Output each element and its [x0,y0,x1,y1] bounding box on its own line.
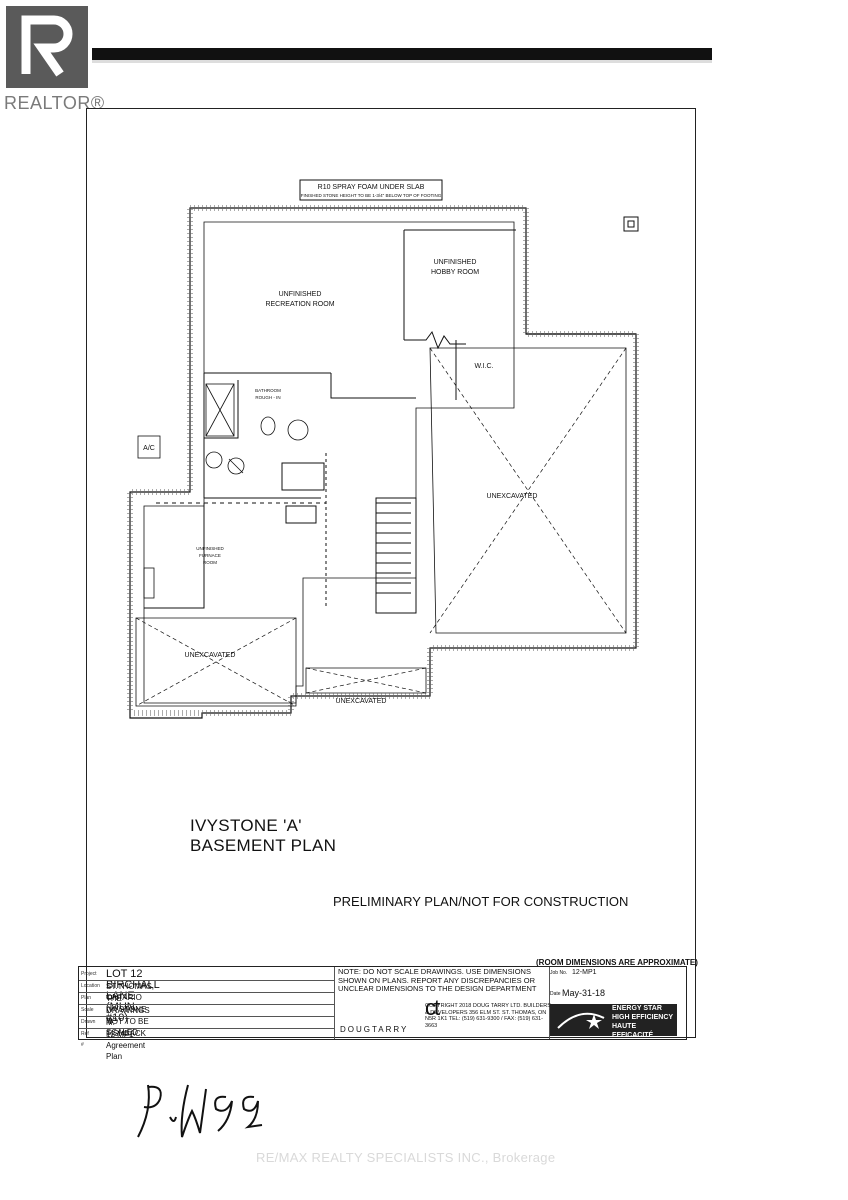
scale-label: Scale [81,1007,94,1013]
drawing-sheet-border [86,108,696,1038]
unexcavated-x-marks [135,347,627,707]
date-label: Date [550,991,561,997]
wic-label: W.I.C. [474,363,493,370]
job-number-label: Job No. [550,970,568,976]
location-label: Location [81,983,100,989]
recreation-room-label-2: RECREATION ROOM [265,301,334,308]
ac-label: A/C [143,445,155,452]
energy-star-badge [550,1004,677,1036]
realtor-logo-text: REALTOR® [4,93,105,113]
room-dimensions-note: (ROOM DIMENSIONS ARE APPROXIMATE) [536,958,698,967]
slab-note-text: R10 SPRAY FOAM UNDER SLAB [318,184,425,191]
interior-walls [144,229,516,614]
builder-name: DOUGTARRY [340,1025,409,1034]
project-value: LOT 12 BIRCHALL LANE (MUN. #10) [106,968,160,1024]
floor-drain-icon [287,419,309,441]
drawn-value: M. FISHBACK [106,1018,147,1038]
scan-top-border-shadow [92,60,712,63]
foundation-walls [129,207,637,719]
handwritten-initials [137,1084,263,1138]
bathroom-label-2: ROUGH - IN [255,395,280,400]
preliminary-note: PRELIMINARY PLAN/NOT FOR CONSTRUCTION [333,894,629,909]
hobby-room-label-2: HOBBY ROOM [431,269,479,276]
title-block-note: NOTE: DO NOT SCALE DRAWINGS. USE DIMENSI… [338,967,537,993]
plan-value: THE IVYSTONE 'A' [106,994,147,1025]
plan-title-line2: BASEMENT PLAN [190,836,337,855]
fixtures [137,383,309,599]
energy-star-text: ENERGY STAR HIGH EFFICIENCY HAUTE EFFICA… [612,1005,673,1039]
bathroom-label-1: BATHROOM [255,388,281,393]
drawn-label: Drawn [81,1019,96,1025]
energy-star-icon [557,1012,605,1029]
unexcavated-bottom-label: UNEXCAVATED [336,698,387,705]
builder-logo: ct [425,995,440,1020]
title-block: Project LOT 12 BIRCHALL LANE (MUN. #10) … [78,966,687,1061]
location-value: ST.THOMAS, ONTARIO [106,982,155,1002]
water-softener-icon [227,457,245,475]
realtor-r-icon [21,15,73,77]
ref-value: 12 MP1 Agreement Plan [106,1030,146,1061]
realtor-logo [6,6,88,88]
slab-note-box [299,179,443,201]
toilet-icon [260,416,276,436]
shower-icon [205,383,235,437]
basement-floor-plan: R10 SPRAY FOAM UNDER SLAB FINISHED STONE… [127,179,639,719]
hobby-room-label-1: UNFINISHED [434,259,477,266]
electrical-panel [143,567,155,599]
date-value: May-31-18 [562,988,606,998]
project-label: Project [81,971,97,977]
plan-label: Plan [81,995,92,1001]
copyright-text: COPYRIGHT 2018 DOUG TARRY LTD. BUILDERS … [425,1003,551,1029]
unexcavated-right-label: UNEXCAVATED [487,493,538,500]
survey-marker-icon [623,216,639,232]
furnace-room-label-1: UNFINISHED [196,546,224,551]
unexcavated-left-label: UNEXCAVATED [185,652,236,659]
plan-title-line1: IVYSTONE 'A' [190,816,302,835]
brokerage-watermark: RE/MAX REALTY SPECIALISTS INC., Brokerag… [256,1150,556,1165]
furnace-room-label-2: FURNACE [199,553,221,558]
scale-value: DRAWINGS NOT TO BE SCALED [106,1006,150,1037]
water-heater-icon [205,451,223,469]
recreation-room-label-1: UNFINISHED [279,291,322,298]
slab-note-subtext: FINISHED STONE HEIGHT TO BE 1-3/4" BELOW… [301,193,442,198]
furnace-room-label-3: ROOM [203,560,217,565]
job-number: 12-MP1 [572,969,597,976]
ac-unit [137,435,161,459]
scan-top-border [92,48,712,60]
ref-label: Ref # [81,1031,89,1048]
